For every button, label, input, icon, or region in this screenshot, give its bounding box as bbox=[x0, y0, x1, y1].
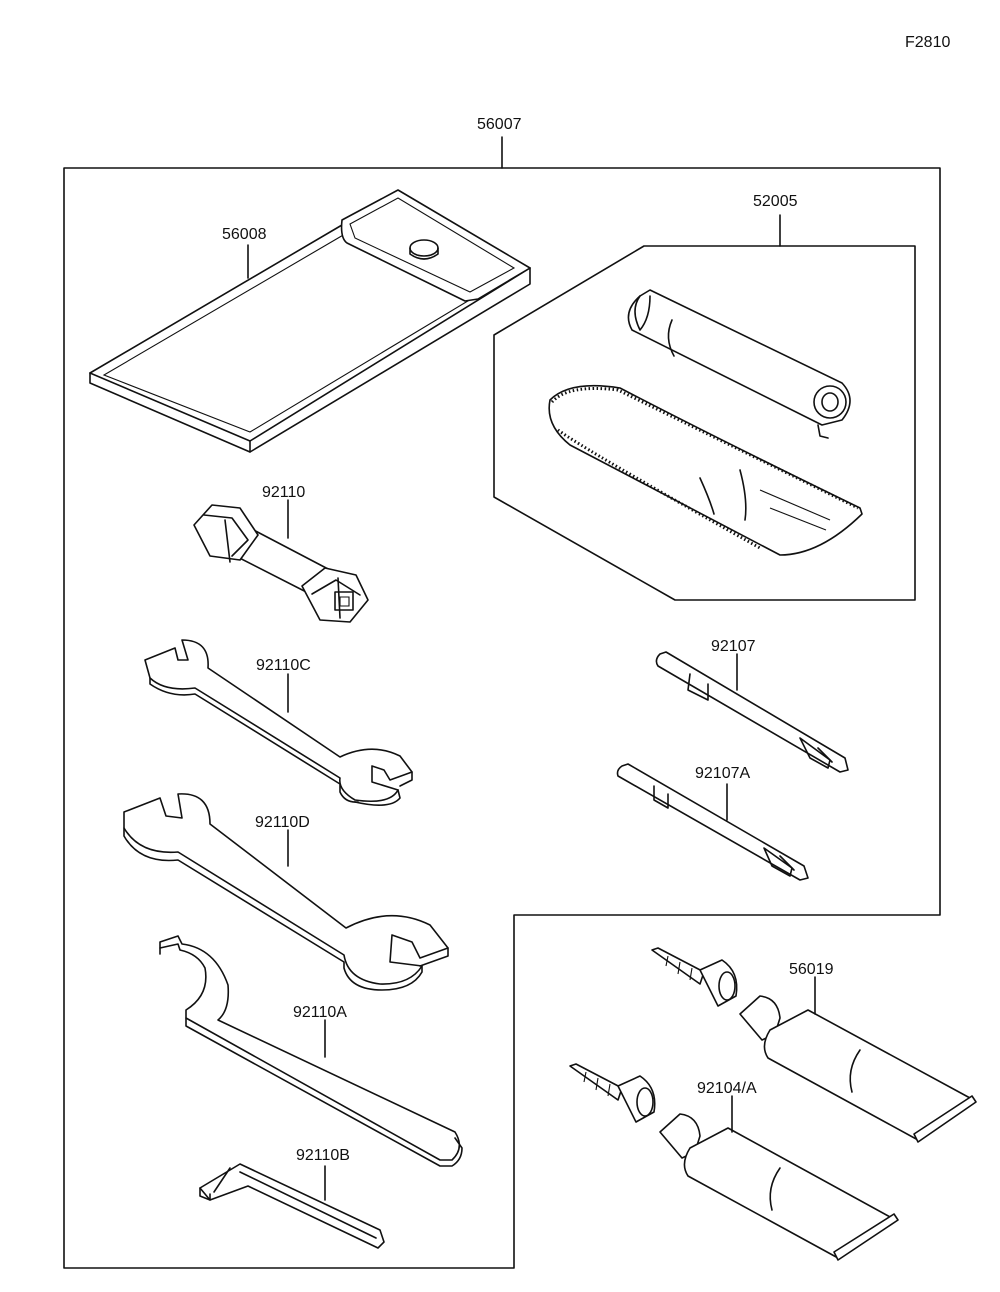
kit-frame bbox=[63, 136, 941, 1269]
plug-wrench-92110[interactable] bbox=[193, 504, 369, 623]
diagram-code: F2810 bbox=[905, 34, 950, 51]
grease-tube-92104A[interactable] bbox=[569, 1063, 899, 1261]
wrench-92110D[interactable] bbox=[123, 793, 449, 991]
label-92110C[interactable]: 92110C bbox=[256, 657, 311, 674]
screwdriver-92107[interactable] bbox=[655, 651, 849, 773]
label-56008[interactable]: 56008 bbox=[222, 226, 267, 243]
wrench-92110C[interactable] bbox=[144, 639, 413, 806]
label-92110[interactable]: 92110 bbox=[262, 484, 305, 501]
label-92110A[interactable]: 92110A bbox=[293, 1004, 347, 1021]
hook-wrench-92110A[interactable] bbox=[159, 935, 463, 1167]
label-52005[interactable]: 52005 bbox=[753, 193, 798, 210]
grease-tube-56019[interactable] bbox=[651, 947, 977, 1143]
label-56019[interactable]: 56019 bbox=[789, 961, 834, 978]
label-92107[interactable]: 92107 bbox=[711, 638, 756, 655]
hex-key-92110B[interactable] bbox=[199, 1163, 385, 1249]
tool-pouch-56008[interactable] bbox=[89, 189, 531, 453]
label-56007[interactable]: 56007 bbox=[477, 116, 522, 133]
label-92104A[interactable]: 92104/A bbox=[697, 1080, 757, 1097]
label-92107A[interactable]: 92107A bbox=[695, 765, 750, 782]
label-92110D[interactable]: 92110D bbox=[255, 814, 310, 831]
screwdriver-set-52005[interactable] bbox=[493, 214, 916, 601]
screwdriver-92107A[interactable] bbox=[616, 763, 809, 881]
label-92110B[interactable]: 92110B bbox=[296, 1147, 350, 1164]
